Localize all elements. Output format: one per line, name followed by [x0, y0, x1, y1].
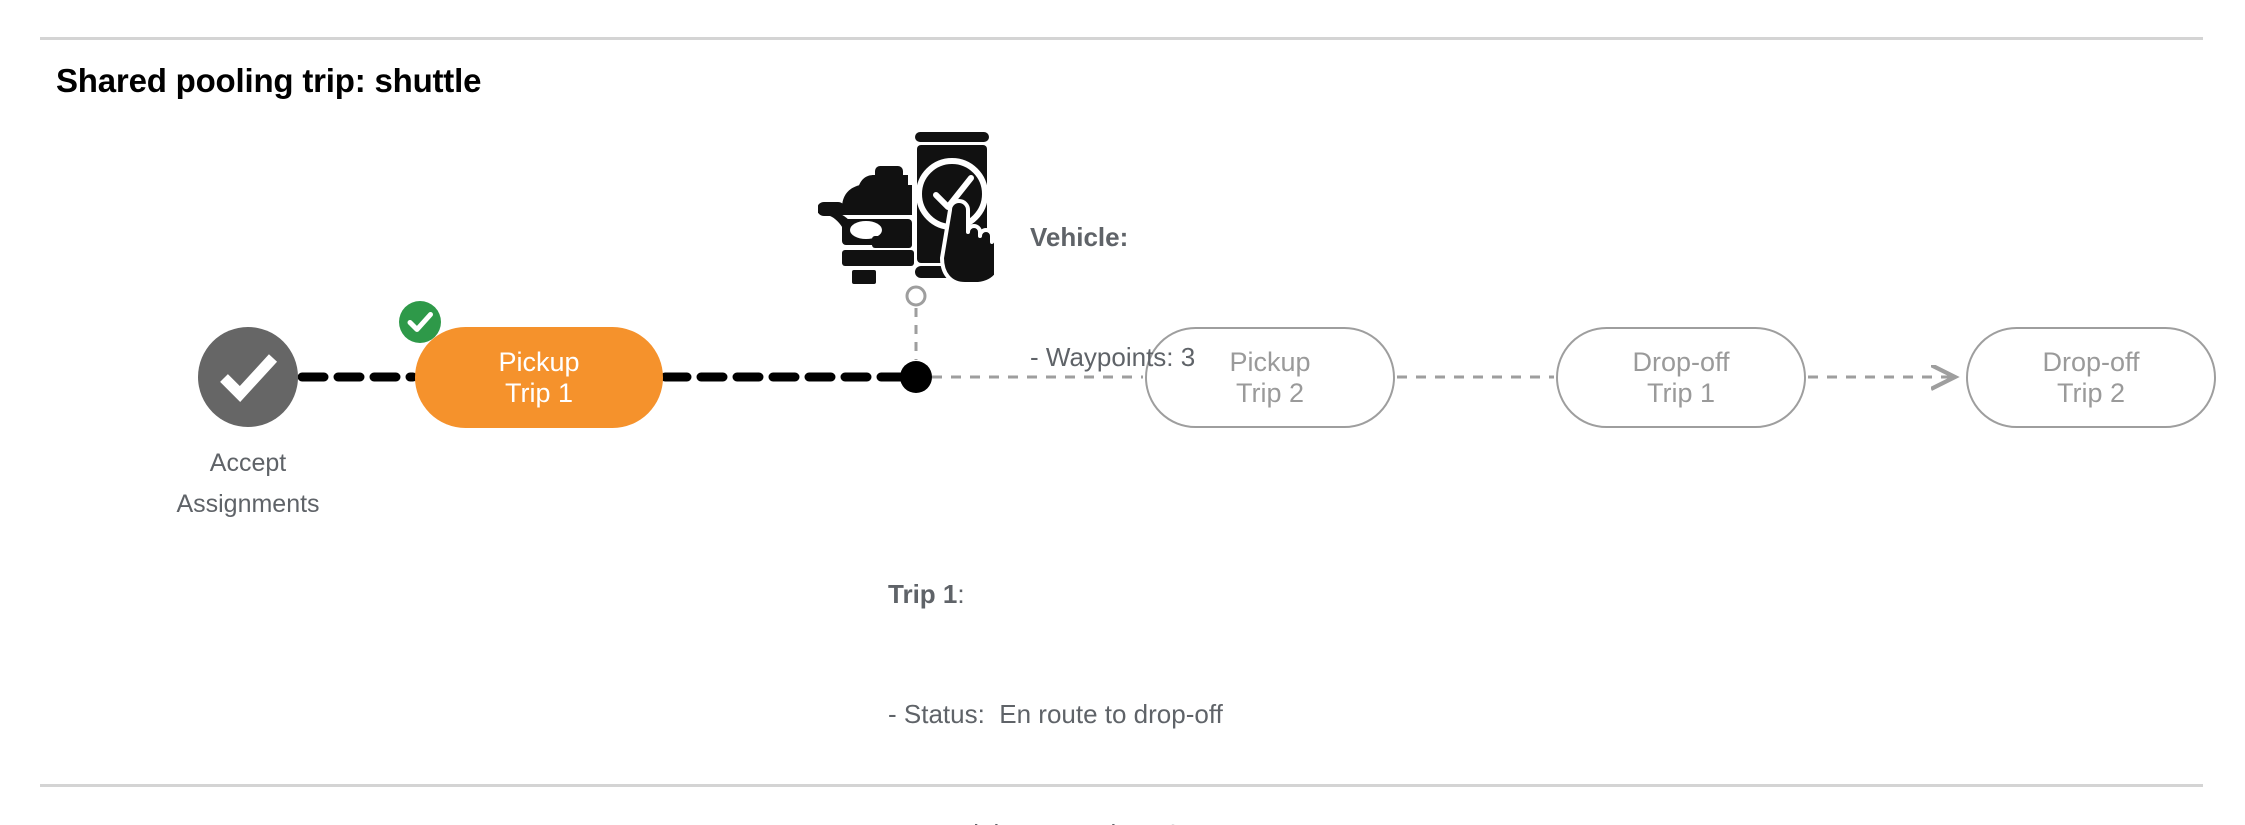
step-dropoff-trip-2-line2: Trip 2: [2056, 377, 2125, 408]
vehicle-info-waypoints: - Waypoints: 3: [1030, 342, 1196, 372]
top-divider: [40, 37, 2203, 40]
completed-check-badge: [399, 301, 441, 343]
step-dropoff-trip-1[interactable]: Drop-off Trip 1: [1556, 327, 1806, 428]
accept-assignments-node[interactable]: [198, 327, 298, 427]
step-dropoff-trip-2-line1: Drop-off: [2042, 346, 2140, 377]
step-dropoff-trip-2[interactable]: Drop-off Trip 2: [1966, 327, 2216, 428]
trip-info-block: Trip 1: - Status: En route to drop-off -…: [888, 494, 1223, 825]
trip1-heading-colon: :: [957, 579, 965, 609]
vehicle-icon-wrapper: [818, 126, 994, 284]
step-dropoff-trip-1-line2: Trip 1: [1646, 377, 1715, 408]
accept-assignments-label-line2: Assignments: [176, 490, 320, 518]
step-pickup-trip-2-line1: Pickup: [1229, 346, 1311, 377]
step-pickup-trip-2-line2: Trip 2: [1235, 377, 1304, 408]
vehicle-info-block: Vehicle: - Waypoints: 3: [1030, 137, 1195, 457]
vehicle-info-heading: Vehicle: [1030, 222, 1120, 252]
check-badge-icon: [407, 312, 433, 332]
vehicle-anchor-ring: [905, 285, 927, 307]
trip1-remaining-waypoints: - Remaining waypoints: 2: [888, 814, 1223, 825]
step-pickup-trip-2[interactable]: Pickup Trip 2: [1145, 327, 1395, 428]
step-pickup-trip-1-line1: Pickup: [498, 346, 580, 377]
accept-assignments-label: Accept Assignments: [128, 443, 368, 525]
vehicle-position-dot: [900, 361, 932, 393]
step-pickup-trip-1-line2: Trip 1: [504, 377, 573, 408]
step-pickup-trip-1[interactable]: Pickup Trip 1: [415, 327, 663, 428]
vehicle-info-heading-row: Vehicle:: [1030, 217, 1195, 257]
vehicle-phone-check-icon: [818, 132, 994, 284]
vehicle-info-heading-colon: :: [1119, 222, 1129, 252]
trip1-status: - Status: En route to drop-off: [888, 699, 1223, 729]
step-dropoff-trip-1-line1: Drop-off: [1632, 346, 1730, 377]
page-title: Shared pooling trip: shuttle: [56, 62, 482, 99]
accept-assignments-label-line1: Accept: [209, 449, 287, 477]
check-circle-filled-icon: [220, 354, 278, 402]
trip1-heading-row: Trip 1:: [888, 574, 1223, 614]
trip1-heading: Trip 1: [888, 579, 958, 609]
bottom-divider: [40, 784, 2203, 787]
